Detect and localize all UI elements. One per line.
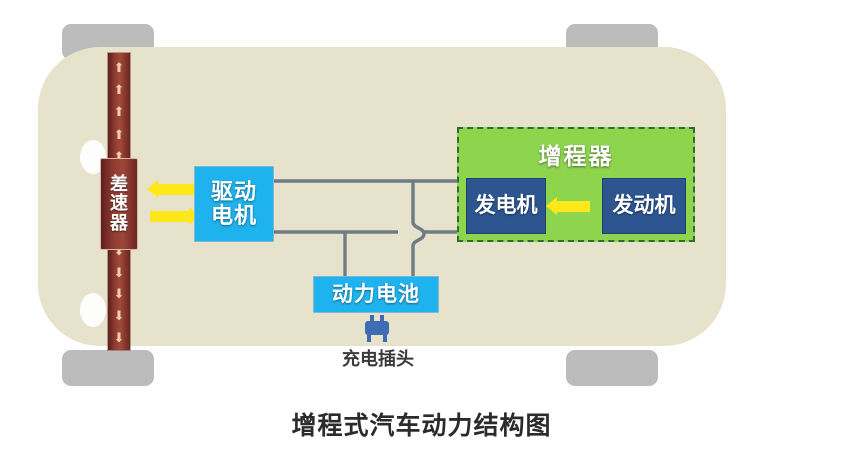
wheel-rear-left: [62, 350, 154, 386]
arrow-engine-to-generator-icon: [546, 197, 590, 215]
arrow-differential-to-motor-icon: [150, 207, 200, 225]
charging-plug-label: 充电插头: [342, 349, 414, 369]
plug-leg-left: [367, 335, 371, 342]
generator-label: 发电机: [474, 194, 538, 218]
range-extender-title: 增程器: [538, 143, 614, 169]
generator-box[interactable]: 发电机: [466, 178, 546, 234]
differential-label-char-3: 器: [110, 212, 128, 233]
engine-label: 发动机: [612, 194, 676, 218]
wheel-rear-right: [566, 350, 658, 386]
differential-label-char-2: 速: [110, 193, 128, 214]
engine-box[interactable]: 发动机: [602, 178, 686, 234]
plug-prong-left: [370, 315, 374, 321]
drive-motor-box[interactable]: 驱动 电机: [194, 166, 274, 242]
differential-label-char-1: 差: [110, 173, 128, 194]
power-battery-label: 动力电池: [332, 282, 420, 306]
plug-leg-right: [383, 335, 387, 342]
drive-motor-label-line1: 驱动: [210, 178, 257, 204]
diagram-caption: 增程式汽车动力结构图: [291, 412, 552, 440]
power-battery-box[interactable]: 动力电池: [313, 276, 439, 313]
chassis-hole-bottom: [80, 293, 106, 327]
drive-motor-label-line2: 电机: [210, 203, 257, 228]
differential-box[interactable]: 差 速 器: [100, 158, 138, 250]
charging-plug-icon: [365, 315, 389, 342]
arrow-motor-to-differential-icon: [147, 180, 195, 198]
plug-prong-right: [380, 315, 384, 321]
